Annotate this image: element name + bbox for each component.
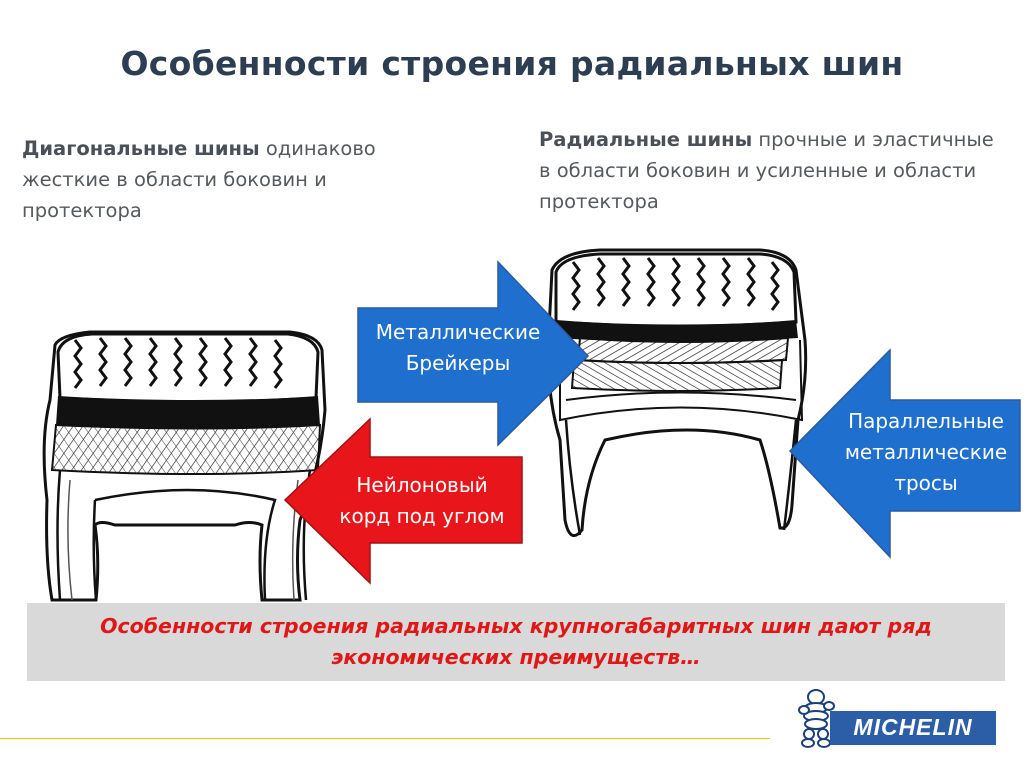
- bias-tire-description: Диагональные шины одинаково жесткие в об…: [22, 133, 442, 226]
- breakers-label: Металлические Брейкеры: [358, 317, 558, 379]
- cables-label-line3: тросы: [894, 471, 958, 495]
- cables-arrow: [788, 348, 1021, 559]
- nylon-label-line2: корд под углом: [339, 504, 505, 528]
- summary-banner: Особенности строения радиальных крупнога…: [27, 603, 1005, 681]
- radial-tire-description: Радиальные шины прочные и эластичные в о…: [539, 124, 999, 217]
- michelin-logo-text: MICHELIN: [853, 714, 973, 740]
- summary-line2: экономических преимуществ…: [331, 645, 701, 669]
- nylon-arrow: [283, 417, 523, 585]
- nylon-label-line1: Нейлоновый: [356, 473, 488, 497]
- summary-text: Особенности строения радиальных крупнога…: [27, 611, 1005, 673]
- bias-tire: [42, 330, 327, 602]
- cables-label-line2: металлические: [844, 440, 1008, 464]
- footer-divider: [0, 738, 770, 739]
- breakers-label-line1: Металлические: [375, 320, 541, 344]
- michelin-logo: MICHELIN: [830, 711, 996, 745]
- summary-line1: Особенности строения радиальных крупнога…: [100, 614, 932, 638]
- cables-label-line1: Параллельные: [848, 409, 1004, 433]
- breakers-label-line2: Брейкеры: [405, 351, 511, 375]
- michelin-man-icon: [798, 689, 835, 748]
- radial-tire-text: прочные и эластичные в области боковин и…: [539, 128, 994, 213]
- nylon-label: Нейлоновый корд под углом: [322, 470, 522, 532]
- bias-tire-heading: Диагональные шины: [22, 137, 260, 160]
- radial-tire-heading: Радиальные шины: [539, 128, 753, 151]
- breakers-arrow: [357, 260, 590, 447]
- bias-tire-text: одинаково жесткие в области боковин и пр…: [22, 137, 376, 222]
- radial-tire: [546, 248, 808, 538]
- cables-label: Параллельные металлические тросы: [828, 406, 1024, 499]
- page-title: Особенности строения радиальных шин: [120, 44, 904, 83]
